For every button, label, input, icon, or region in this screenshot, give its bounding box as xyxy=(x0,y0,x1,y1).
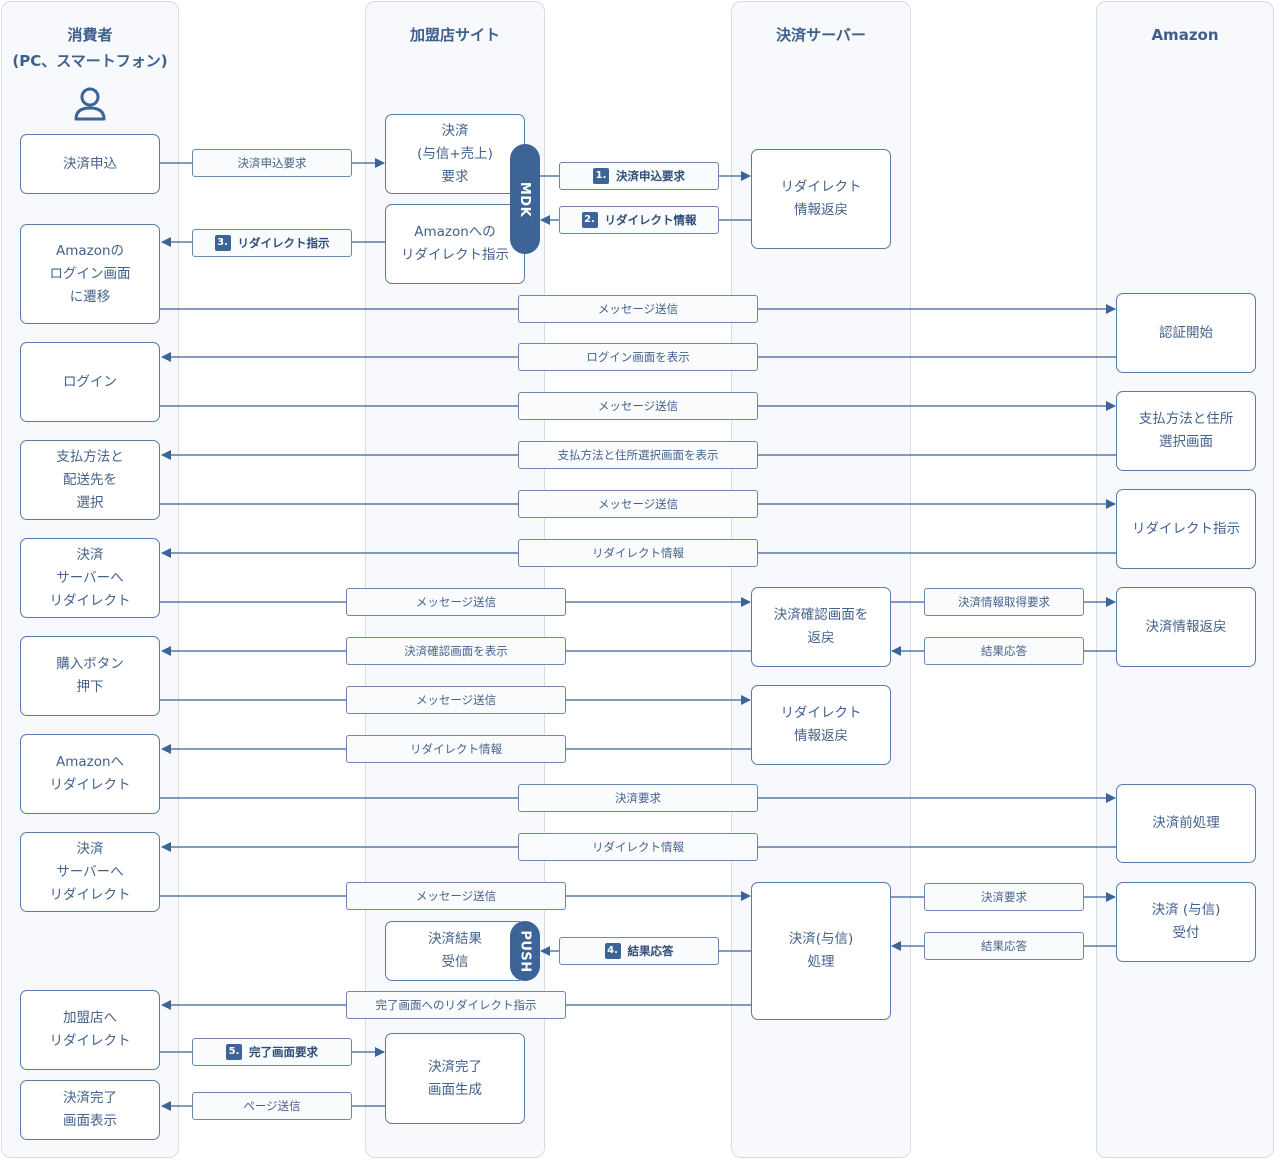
step-return-redirect-info: リダイレクト 情報返戻 xyxy=(751,149,891,249)
step-authorization-accept: 決済 (与信) 受付 xyxy=(1116,882,1256,962)
label-message-send-3: メッセージ送信 xyxy=(518,490,758,518)
label-payment-request-2: 決済要求 xyxy=(924,883,1084,911)
step-generate-complete-page: 決済完了 画面生成 xyxy=(385,1033,525,1124)
label-step2-redirect-info: 2.リダイレクト情報 xyxy=(559,206,719,234)
label-step1-apply-request: 1.決済申込要求 xyxy=(559,162,719,190)
label-redirect-info-3: リダイレクト情報 xyxy=(518,833,758,861)
lane-title-amazon: Amazon xyxy=(1151,26,1219,44)
label-step4-result-response: 4.結果応答 xyxy=(559,937,719,965)
step-redirect-to-merchant: 加盟店へ リダイレクト xyxy=(20,990,160,1070)
step-number-5: 5. xyxy=(226,1044,242,1060)
label-page-send: ページ送信 xyxy=(192,1092,352,1120)
label-message-send-6: メッセージ送信 xyxy=(346,882,566,910)
step-return-confirm-page: 決済確認画面を 返戻 xyxy=(751,587,891,667)
push-badge: PUSH xyxy=(510,921,540,981)
label-apply-request: 決済申込要求 xyxy=(192,149,352,177)
step-return-payment-info: 決済情報返戻 xyxy=(1116,587,1256,667)
step-amazon-redirect-instruction: リダイレクト指示 xyxy=(1116,489,1256,569)
label-step3-redirect-instruction: 3.リダイレクト指示 xyxy=(192,229,352,257)
label-message-send-2: メッセージ送信 xyxy=(518,392,758,420)
step-redirect-to-payment-server: 決済 サーバーへ リダイレクト xyxy=(20,538,160,618)
step-redirect-to-amazon: Amazonへ リダイレクト xyxy=(20,734,160,814)
step-number-2: 2. xyxy=(581,212,598,228)
lane-title-merchant: 加盟店サイト xyxy=(409,26,500,44)
step-redirect-instruction: Amazonへの リダイレクト指示 xyxy=(385,204,525,284)
label-redirect-info-2: リダイレクト情報 xyxy=(346,735,566,763)
label-result-response-1: 結果応答 xyxy=(924,637,1084,665)
step-return-redirect-info-2: リダイレクト 情報返戻 xyxy=(751,685,891,765)
step-payment-request: 決済 (与信+売上) 要求 xyxy=(385,114,525,194)
step-number-4: 4. xyxy=(604,943,621,959)
label-result-response-2: 結果応答 xyxy=(924,932,1084,960)
step-authorization-processing: 決済(与信) 処理 xyxy=(751,882,891,1020)
step-login: ログイン xyxy=(20,342,160,422)
step-receive-result: 決済結果 受信 xyxy=(385,921,525,981)
step-amazon-login-transition: Amazonの ログイン画面 に遷移 xyxy=(20,224,160,324)
step-number-3: 3. xyxy=(214,235,231,251)
label-message-send-5: メッセージ送信 xyxy=(346,686,566,714)
step-number-1: 1. xyxy=(593,168,609,184)
label-show-payment-address: 支払方法と住所選択画面を表示 xyxy=(518,441,758,469)
person-icon xyxy=(74,87,106,121)
label-payment-info-request: 決済情報取得要求 xyxy=(924,588,1084,616)
step-press-purchase: 購入ボタン 押下 xyxy=(20,636,160,716)
mdk-badge: MDK xyxy=(510,144,540,254)
step-apply: 決済申込 xyxy=(20,134,160,194)
step-show-complete-page: 決済完了 画面表示 xyxy=(20,1080,160,1140)
step-auth-start: 認証開始 xyxy=(1116,293,1256,373)
label-payment-request-1: 決済要求 xyxy=(518,784,758,812)
step-redirect-to-payment-server-2: 決済 サーバーへ リダイレクト xyxy=(20,832,160,912)
label-message-send-4: メッセージ送信 xyxy=(346,588,566,616)
step-payment-address-screen: 支払方法と住所 選択画面 xyxy=(1116,391,1256,471)
label-message-send-1: メッセージ送信 xyxy=(518,295,758,323)
lane-title-consumer: 消費者 (PC、スマートフォン) xyxy=(12,26,168,70)
step-pre-payment-processing: 決済前処理 xyxy=(1116,784,1256,863)
label-step5-complete-page-request: 5.完了画面要求 xyxy=(192,1038,352,1066)
label-show-login: ログイン画面を表示 xyxy=(518,343,758,371)
lane-amazon: Amazon xyxy=(1096,1,1274,1158)
lane-title-payment-server: 決済サーバー xyxy=(776,26,866,44)
step-select-payment-shipping: 支払方法と 配送先を 選択 xyxy=(20,440,160,520)
label-complete-redirect-instruction: 完了画面へのリダイレクト指示 xyxy=(346,991,566,1019)
label-show-confirm-page: 決済確認画面を表示 xyxy=(346,637,566,665)
label-redirect-info-1: リダイレクト情報 xyxy=(518,539,758,567)
